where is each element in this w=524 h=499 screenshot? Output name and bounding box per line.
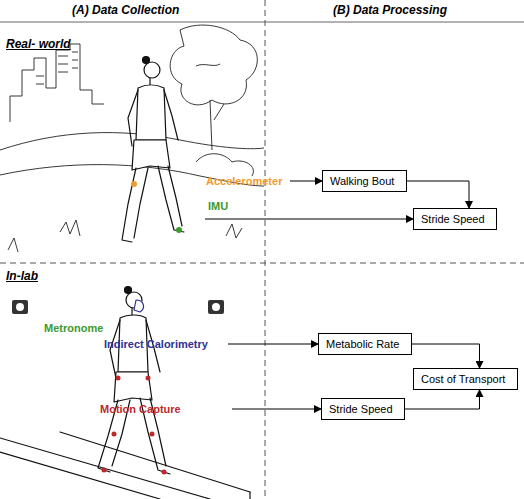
park-scene [0, 25, 264, 252]
text-label: Accelerometer [206, 175, 282, 188]
box-text: Walking Bout [330, 175, 394, 187]
process-box: Stride Speed [321, 398, 405, 420]
process-box: Cost of Transport [413, 368, 518, 390]
box-text: Stride Speed [329, 403, 393, 415]
text-label: (A) Data Collection [72, 4, 179, 17]
process-box: Walking Bout [322, 170, 407, 192]
flow-arrow [405, 390, 480, 409]
walker-figure [122, 57, 184, 243]
process-box: Stride Speed [413, 208, 497, 230]
text-label: Motion Capture [100, 403, 181, 416]
text-label: IMU [208, 200, 228, 213]
process-box: Metabolic Rate [318, 333, 412, 355]
box-text: Stride Speed [421, 213, 485, 225]
text-label: Metronome [44, 322, 103, 335]
accelerometer-dot [131, 181, 137, 187]
text-label: Real- world [6, 38, 71, 51]
text-label: (B) Data Processing [333, 4, 447, 17]
data-arrow [228, 344, 318, 345]
flow-arrow [407, 181, 469, 208]
header-rule [0, 22, 524, 23]
metronome-icon [12, 300, 224, 314]
text-label: Indirect Calorimetry [104, 338, 208, 351]
column-divider [265, 0, 266, 499]
data-arrow [232, 409, 321, 410]
row-divider [0, 263, 524, 264]
imu-dot [176, 227, 182, 233]
text-label: In-lab [6, 270, 38, 283]
flow-arrow [412, 344, 480, 368]
data-arrow [290, 181, 322, 182]
lab-walker-figure [98, 287, 170, 475]
box-text: Metabolic Rate [326, 338, 399, 350]
motion-markers [102, 376, 167, 475]
data-arrow [205, 219, 413, 220]
treadmill [0, 432, 250, 499]
box-text: Cost of Transport [421, 373, 505, 385]
